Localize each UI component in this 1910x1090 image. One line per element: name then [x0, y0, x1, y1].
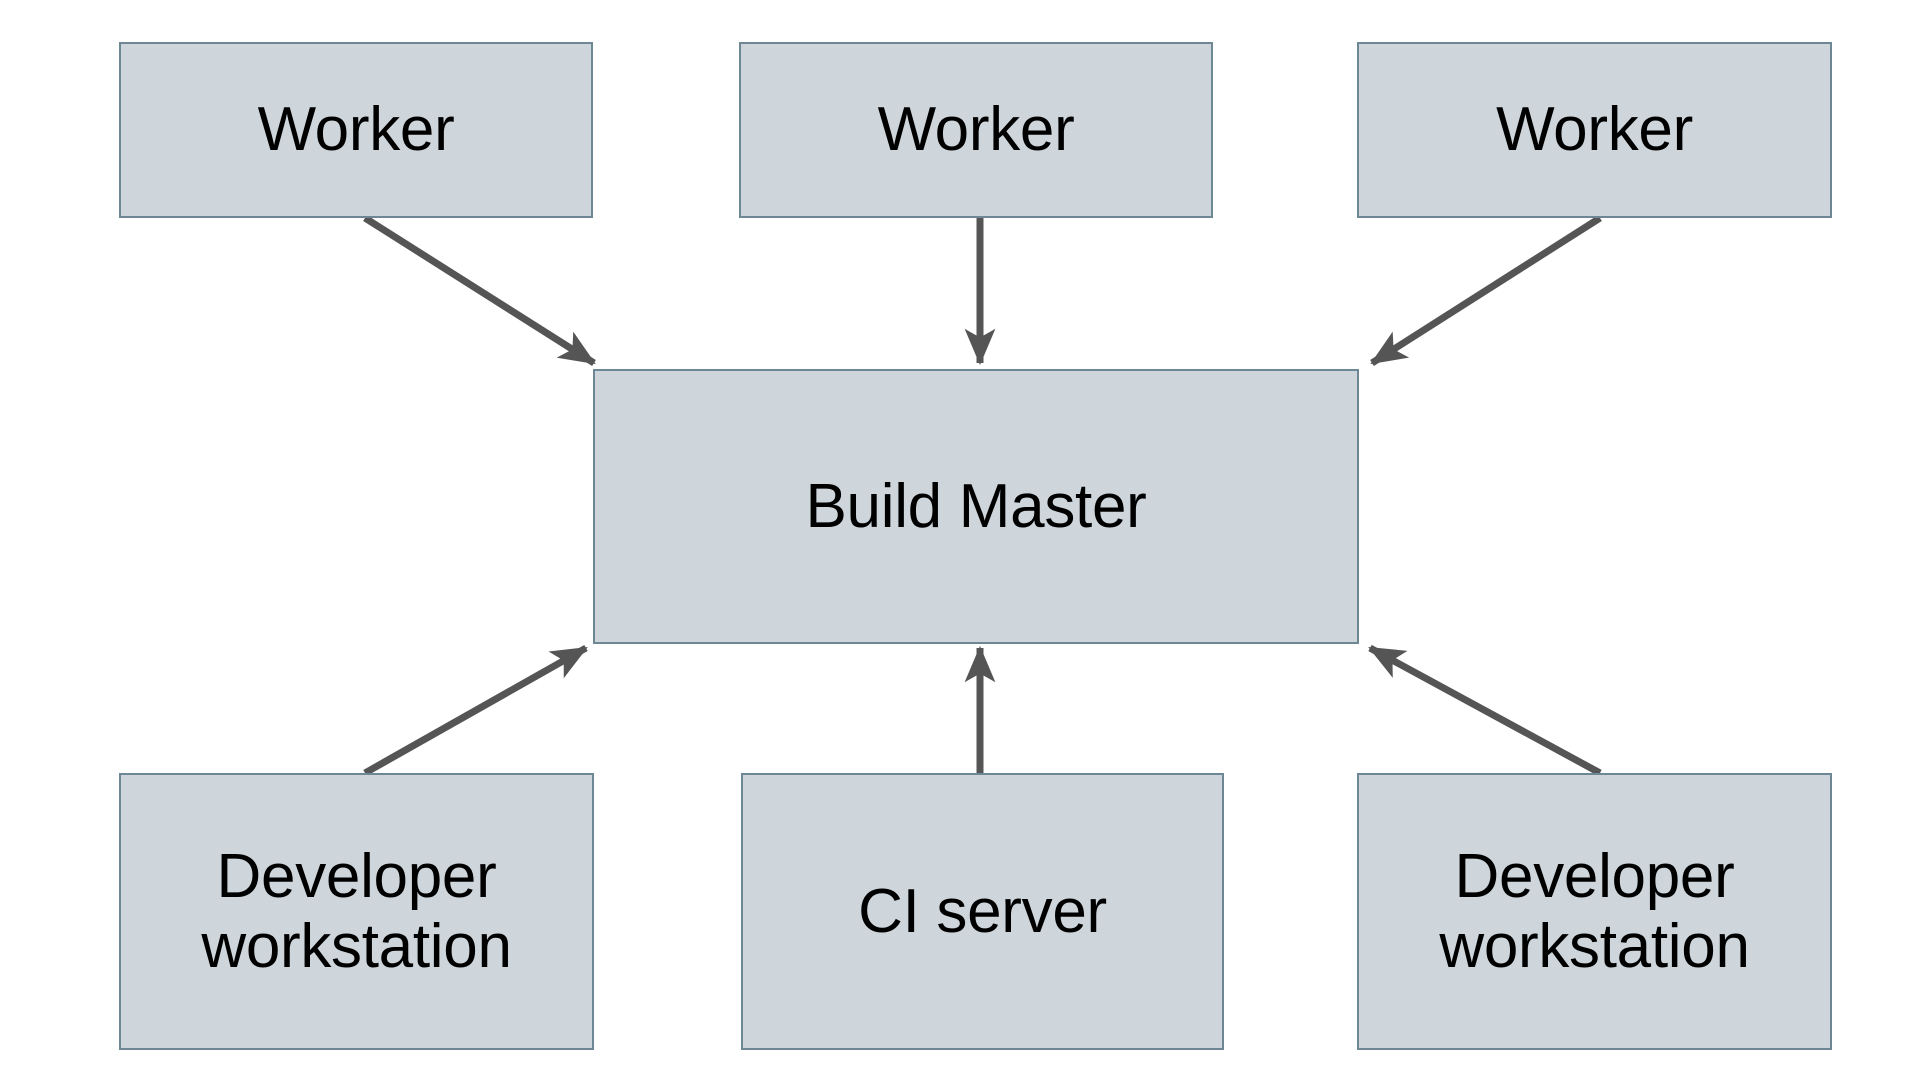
node-worker-3-label: Worker	[1496, 95, 1693, 165]
edge-worker1-to-master	[363, 215, 596, 366]
edge-devright-to-master	[1368, 644, 1602, 777]
node-worker-2[interactable]: Worker	[739, 42, 1213, 218]
node-worker-3[interactable]: Worker	[1357, 42, 1832, 218]
node-developer-workstation-right[interactable]: Developer workstation	[1357, 773, 1832, 1050]
node-worker-2-label: Worker	[877, 95, 1075, 165]
edge-worker3-to-master	[1370, 215, 1602, 366]
edge-devleft-to-master	[363, 644, 588, 777]
node-build-master-label: Build Master	[805, 471, 1147, 541]
node-worker-1[interactable]: Worker	[119, 42, 593, 218]
node-worker-1-label: Worker	[257, 95, 455, 165]
node-developer-workstation-left-label: Developer workstation	[201, 842, 512, 981]
node-ci-server[interactable]: CI server	[741, 773, 1224, 1050]
node-build-master[interactable]: Build Master	[593, 369, 1359, 644]
node-ci-server-label: CI server	[858, 876, 1107, 946]
node-developer-workstation-left[interactable]: Developer workstation	[119, 773, 594, 1050]
node-developer-workstation-right-label: Developer workstation	[1439, 842, 1750, 981]
